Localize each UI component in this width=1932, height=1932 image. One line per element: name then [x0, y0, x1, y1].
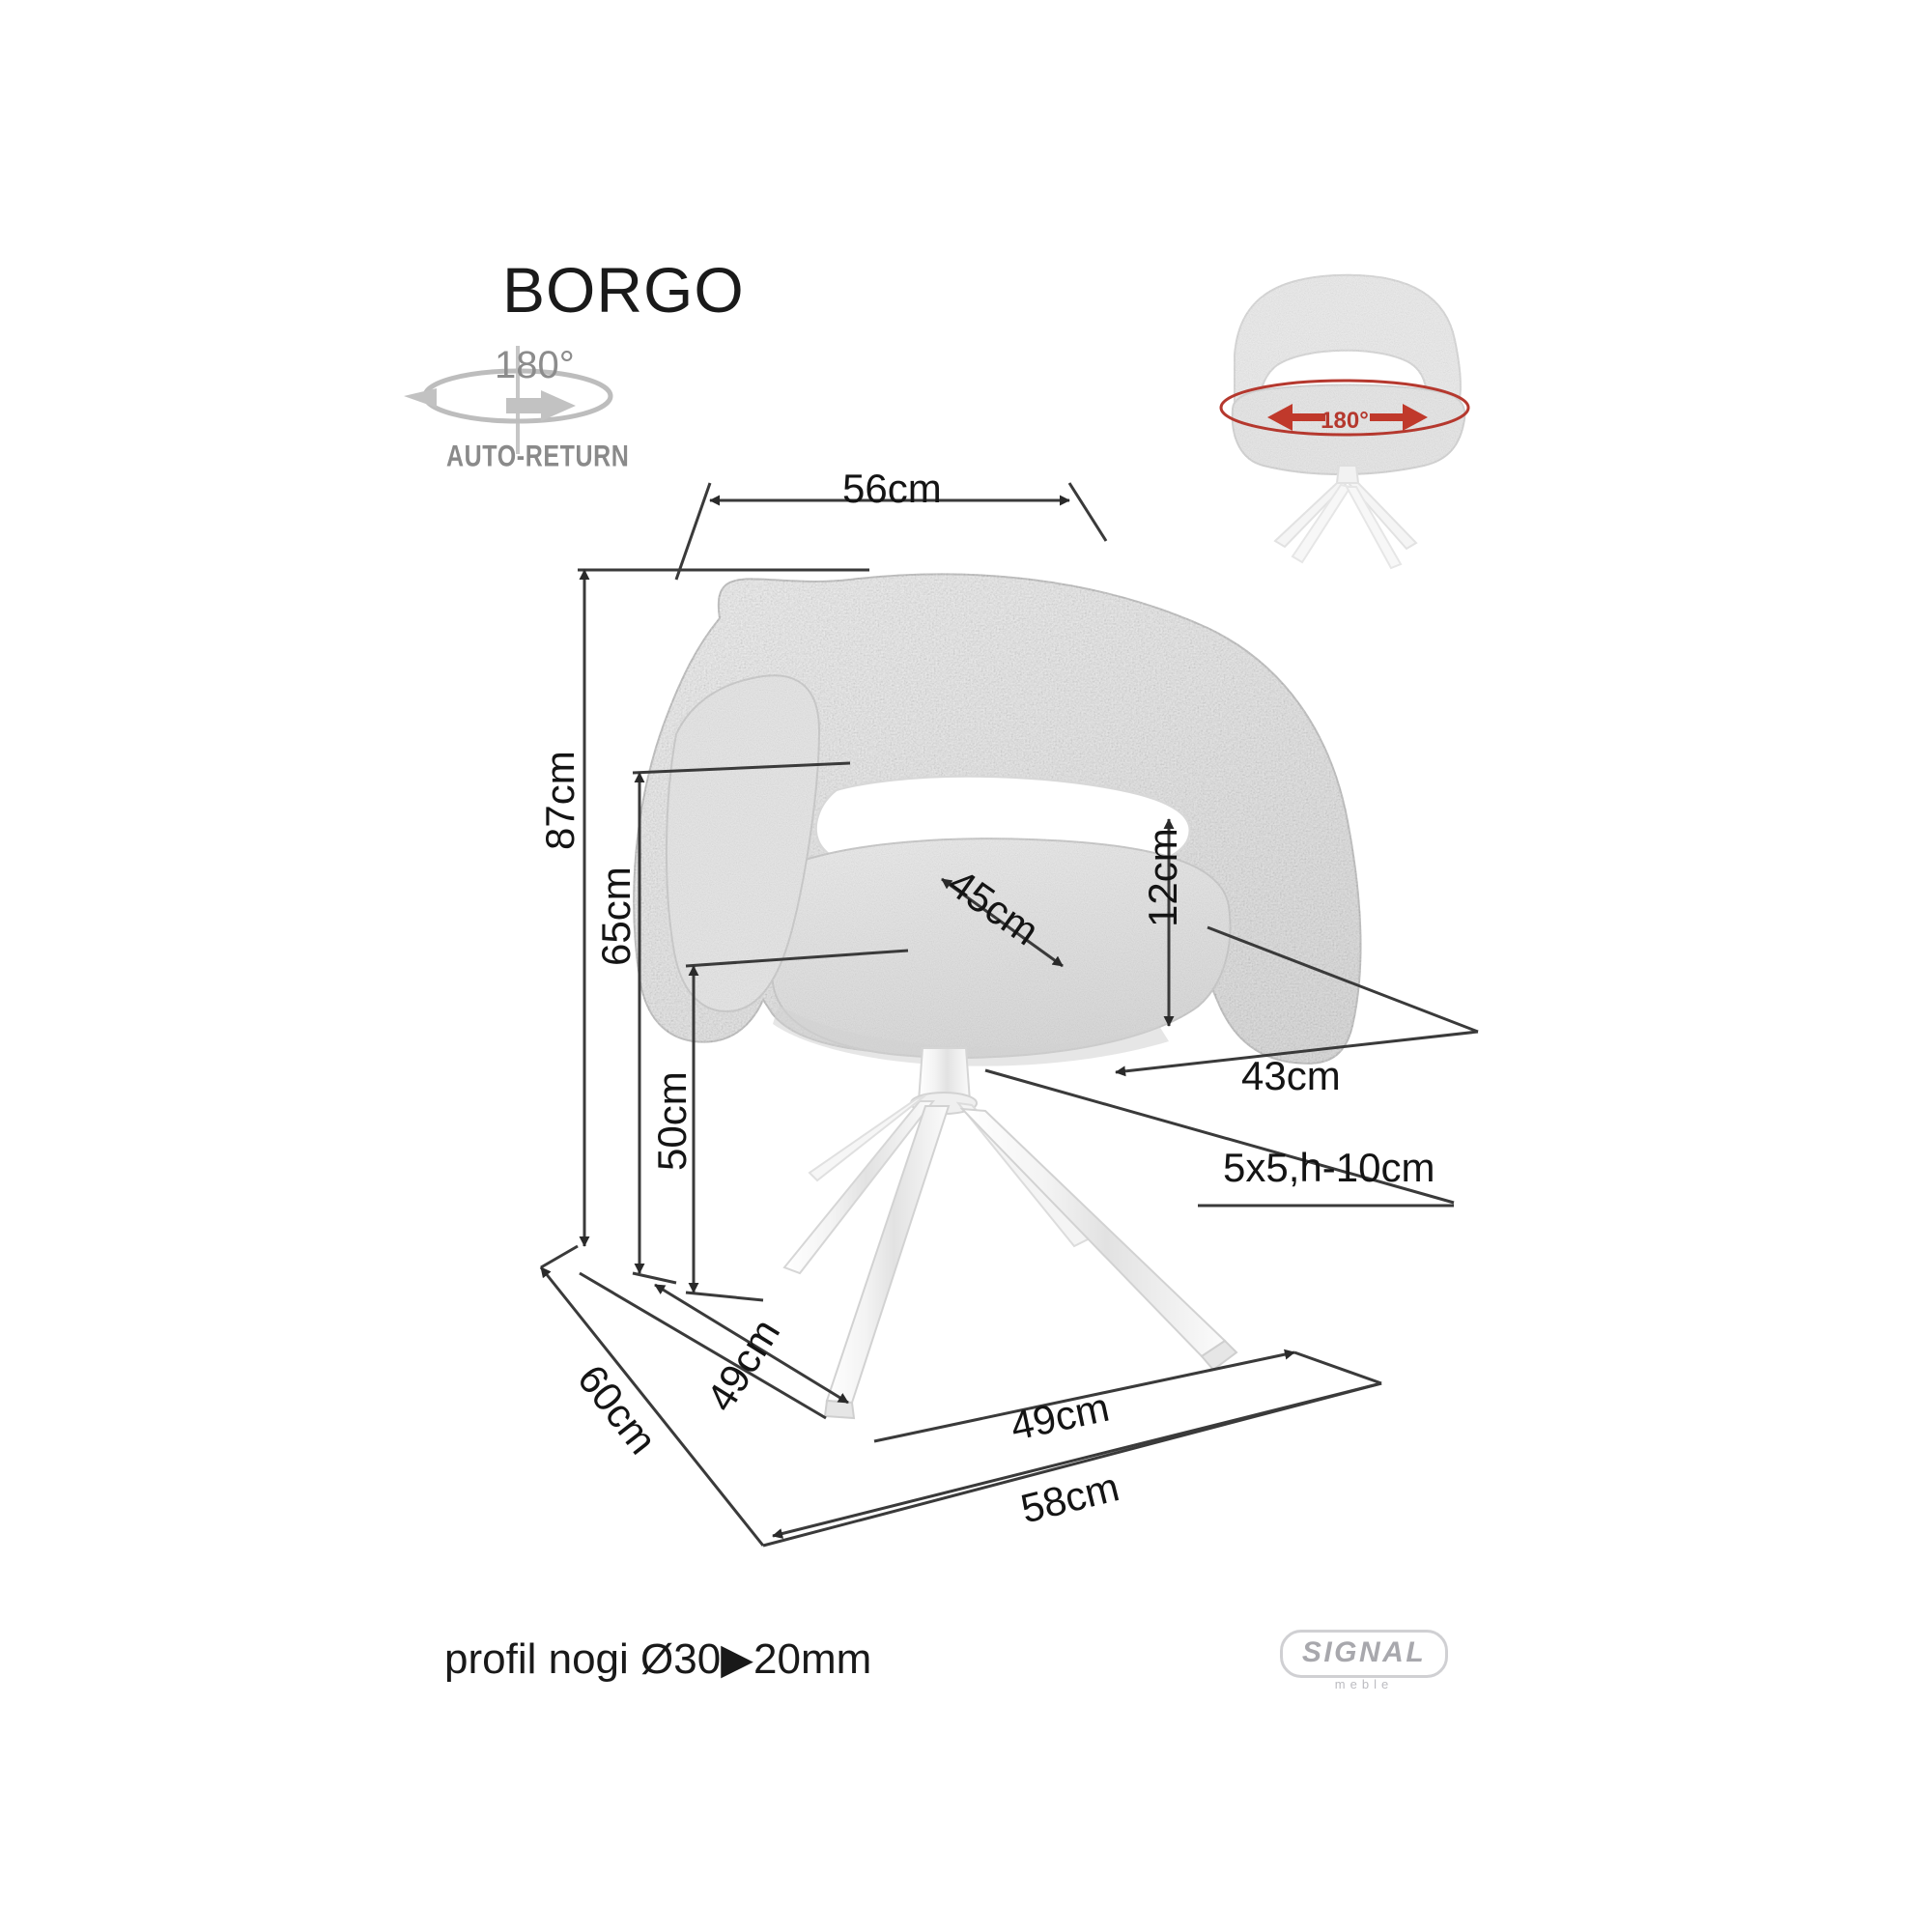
dimension-geometry	[539, 482, 1479, 1548]
ext-50-top	[685, 949, 909, 968]
dim-line-58	[772, 1381, 1382, 1539]
ext-49b-right	[1293, 1350, 1382, 1385]
page-title: BORGO	[502, 254, 745, 326]
brand-subtitle: meble	[1334, 1677, 1394, 1691]
ext-50-bottom	[685, 1291, 764, 1302]
ext-65-bottom	[632, 1271, 677, 1285]
inset-arrow-right-head	[1403, 404, 1428, 431]
inset-rotation-ring	[1219, 379, 1470, 437]
brand-name: SIGNAL	[1301, 1636, 1427, 1668]
dimension-label-12: 12cm	[1140, 828, 1185, 927]
ext-43-lead	[1207, 925, 1479, 1034]
leg-profile-note: profil nogi Ø30▶20mm	[444, 1635, 872, 1683]
leg-back-left	[782, 1100, 936, 1275]
inset-chair: 180°	[1219, 273, 1470, 570]
rotation-arrow-right	[506, 390, 576, 421]
inset-degrees-label: 180°	[1321, 408, 1369, 434]
dimension-label-87: 87cm	[537, 751, 582, 850]
dim-line-43	[1115, 1030, 1479, 1077]
inset-arrow-right-shaft	[1370, 413, 1403, 421]
rotation-arrow-left	[404, 388, 437, 408]
ext-56-left	[674, 482, 712, 581]
leg-far-back	[808, 1094, 926, 1182]
foot-spec-label: 5x5,h-10cm	[1223, 1145, 1435, 1190]
dim-line-49b	[873, 1349, 1295, 1443]
chair-left-arm	[665, 674, 821, 1012]
foot-front-right	[1200, 1339, 1238, 1372]
auto-return-label: AUTO-RETURN	[446, 440, 630, 473]
dim-line-60	[539, 1266, 765, 1547]
ext-87-bottom	[540, 1244, 579, 1269]
inset-leg-4	[1345, 486, 1403, 570]
seat-shadow	[773, 1005, 1169, 1066]
dimension-label-50: 50cm	[649, 1071, 695, 1171]
dimension-label-56: 56cm	[842, 466, 942, 511]
dim-line-49a	[654, 1283, 849, 1405]
ext-56-right	[1067, 482, 1108, 542]
dim-line-45	[941, 877, 1064, 968]
swivel-degrees-label: 180°	[495, 344, 575, 386]
brand-logo: SIGNAL meble	[1280, 1630, 1448, 1691]
rotation-180-icon	[404, 346, 613, 454]
inset-arrow-left-head	[1267, 404, 1293, 431]
ext-65-top	[632, 761, 851, 775]
dimension-label-65: 65cm	[593, 867, 639, 966]
dim-leader-foot	[984, 1068, 1455, 1205]
dimension-label-43: 43cm	[1241, 1053, 1341, 1098]
inset-leg-2	[1346, 482, 1418, 551]
inset-arrow-left-shaft	[1293, 413, 1325, 421]
inset-leg-1	[1273, 482, 1350, 549]
